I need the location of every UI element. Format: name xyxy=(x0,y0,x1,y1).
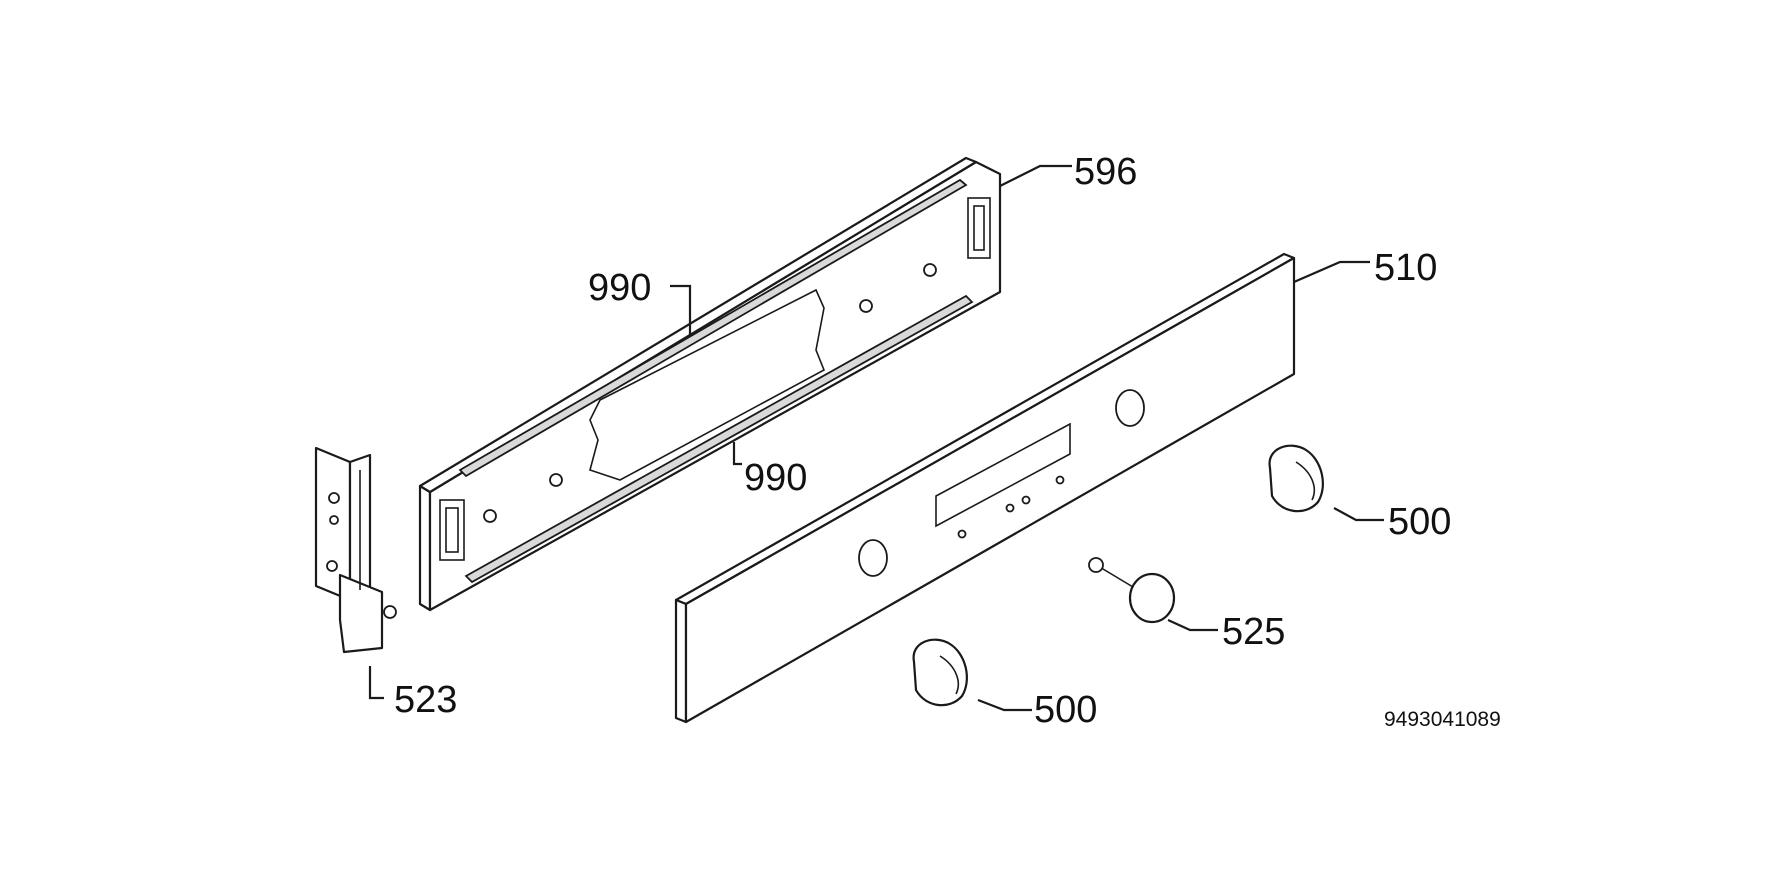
leader-596 xyxy=(999,164,1072,187)
leader-990-lower xyxy=(732,442,742,466)
leader-990-upper xyxy=(670,284,692,336)
callout-990-lower: 990 xyxy=(744,457,807,499)
callout-500-right: 500 xyxy=(1388,501,1451,543)
push-button-525 xyxy=(1088,557,1176,624)
leader-525 xyxy=(1167,618,1218,632)
control-panel-frame-596 xyxy=(418,156,1002,612)
leader-500-right xyxy=(1333,507,1384,522)
callout-596: 596 xyxy=(1074,151,1137,193)
knob-500-bottom xyxy=(912,638,968,707)
leader-500-bottom xyxy=(977,698,1032,712)
hinge-bracket-523 xyxy=(314,446,397,654)
leader-510 xyxy=(1293,260,1370,284)
callout-525: 525 xyxy=(1222,611,1285,653)
front-fascia-510 xyxy=(674,252,1296,724)
knob-500-right xyxy=(1268,444,1324,513)
document-number: 9493041089 xyxy=(1384,708,1501,731)
callout-500-bottom: 500 xyxy=(1034,689,1097,731)
leader-523 xyxy=(368,666,384,700)
callout-523: 523 xyxy=(394,679,457,721)
callout-990-upper: 990 xyxy=(588,267,651,309)
callout-510: 510 xyxy=(1374,247,1437,289)
